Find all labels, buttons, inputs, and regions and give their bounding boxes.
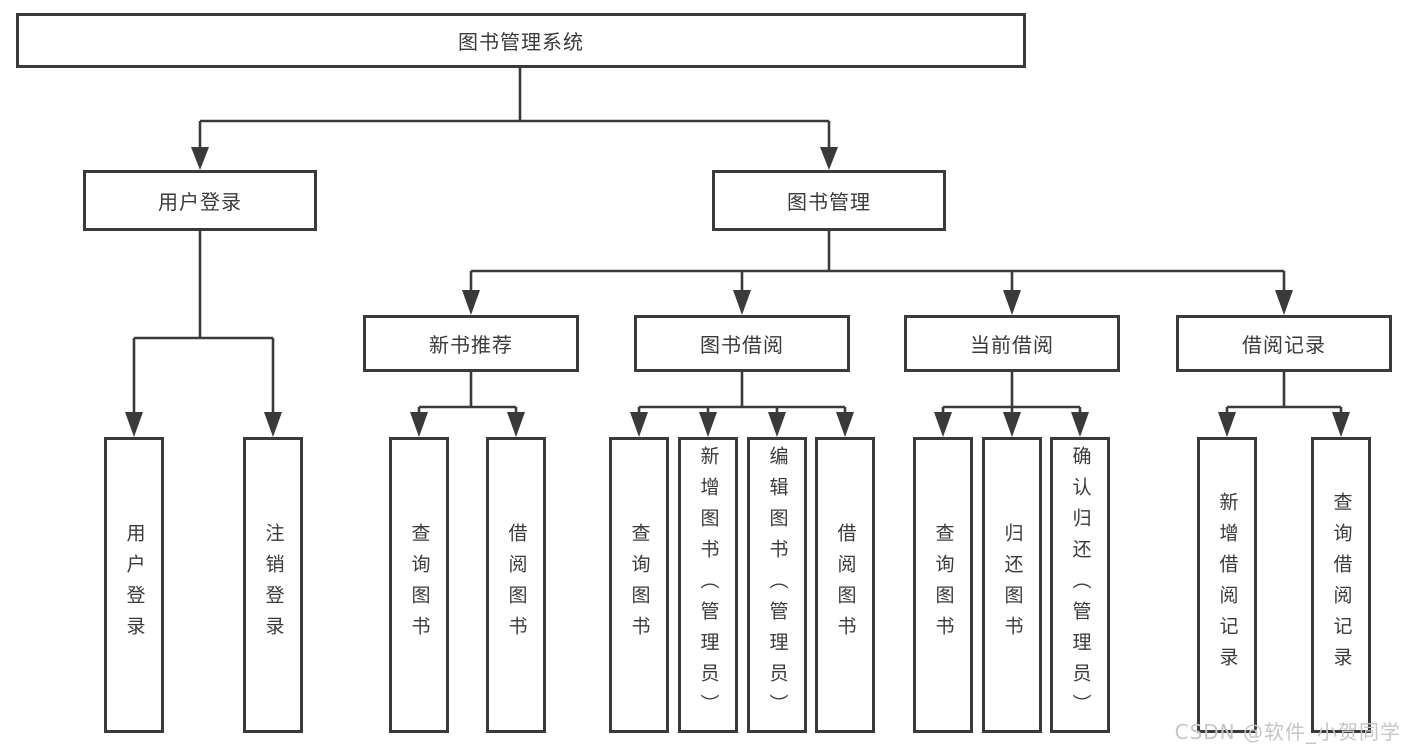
node-label: 新增借阅记录 xyxy=(1216,492,1239,678)
node-label: 用户登录 xyxy=(123,523,146,647)
connector-current-borrow-to-children xyxy=(934,371,1089,437)
node-label: 查询图书 xyxy=(408,523,431,647)
node-label: 借阅图书 xyxy=(834,523,857,647)
node-label: 借阅图书 xyxy=(505,523,528,647)
node-label: 新书推荐 xyxy=(429,333,513,357)
node-user-login: 用户登录 xyxy=(83,170,317,231)
connector-book-mgmt-to-children xyxy=(462,230,1293,315)
node-label: 归还图书 xyxy=(1001,523,1024,647)
node-book-management: 图书管理 xyxy=(712,170,946,231)
node-label: 图书管理 xyxy=(787,190,871,214)
node-label: 当前借阅 xyxy=(970,333,1054,357)
leaf-borrow-borrow-books: 借阅图书 xyxy=(815,437,875,733)
node-book-borrowing: 图书借阅 xyxy=(634,315,850,372)
node-current-borrowing: 当前借阅 xyxy=(904,315,1120,372)
node-label: 新增图书（管理员） xyxy=(697,445,720,725)
leaf-newbook-query-books: 查询图书 xyxy=(389,437,449,733)
node-label: 图书管理系统 xyxy=(458,30,584,54)
connector-user-login-to-children xyxy=(125,230,282,437)
node-label: 用户登录 xyxy=(158,190,242,214)
node-library-management-system: 图书管理系统 xyxy=(16,13,1026,68)
leaf-logout: 注销登录 xyxy=(243,437,303,733)
leaf-borrow-add-books-admin: 新增图书（管理员） xyxy=(678,437,738,733)
leaf-records-query-record: 查询借阅记录 xyxy=(1311,437,1371,733)
node-label: 注销登录 xyxy=(262,523,285,647)
csdn-watermark: CSDN @软件_小贺同学 xyxy=(1174,720,1401,744)
leaf-current-confirm-return-admin: 确认归还（管理员） xyxy=(1050,437,1110,733)
node-label: 确认归还（管理员） xyxy=(1069,445,1092,725)
leaf-borrow-query-books: 查询图书 xyxy=(609,437,669,733)
connector-root-to-branches xyxy=(191,66,838,170)
leaf-records-add-record: 新增借阅记录 xyxy=(1197,437,1257,733)
node-new-book-recommend: 新书推荐 xyxy=(363,315,579,372)
node-label: 编辑图书（管理员） xyxy=(766,445,789,725)
connector-new-book-to-children xyxy=(410,371,525,437)
node-label: 查询借阅记录 xyxy=(1330,492,1353,678)
node-label: 图书借阅 xyxy=(700,333,784,357)
leaf-current-query-books: 查询图书 xyxy=(913,437,973,733)
leaf-current-return-books: 归还图书 xyxy=(982,437,1042,733)
connector-borrow-records-to-children xyxy=(1218,371,1350,437)
connector-book-borrow-to-children xyxy=(630,371,854,437)
node-label: 借阅记录 xyxy=(1242,333,1326,357)
leaf-user-login: 用户登录 xyxy=(104,437,164,733)
leaf-borrow-edit-books-admin: 编辑图书（管理员） xyxy=(747,437,807,733)
leaf-newbook-borrow-books: 借阅图书 xyxy=(486,437,546,733)
node-label: 查询图书 xyxy=(628,523,651,647)
node-borrow-records: 借阅记录 xyxy=(1176,315,1392,372)
node-label: 查询图书 xyxy=(932,523,955,647)
